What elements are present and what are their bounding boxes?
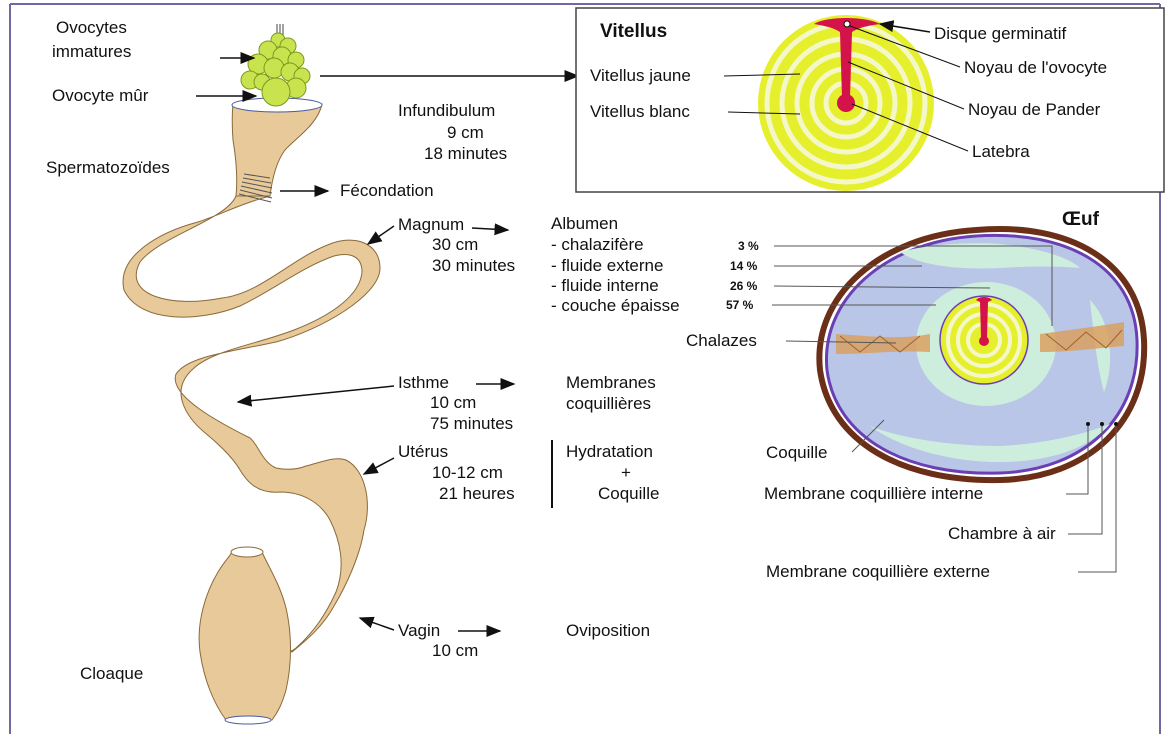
vagin-name: Vagin	[398, 621, 440, 640]
uterus-time: 21 heures	[439, 484, 515, 503]
label-chambre-air: Chambre à air	[948, 524, 1056, 543]
infundibulum-length: 9 cm	[447, 123, 484, 142]
mature-ovocyte	[262, 78, 290, 106]
albumen-item-1: - chalazifère	[551, 235, 644, 254]
magnum-length: 30 cm	[432, 235, 478, 254]
membranes-line2: coquillières	[566, 394, 651, 413]
label-cloaque: Cloaque	[80, 664, 143, 683]
infundibulum-shape	[232, 104, 322, 196]
label-ovocytes-1: Ovocytes	[56, 18, 127, 37]
pct-fluide-externe: 14 %	[730, 259, 758, 273]
albumen-item-2: - fluide externe	[551, 256, 663, 275]
cloaca-top-opening	[231, 547, 263, 557]
ovocyte-nucleus	[844, 21, 850, 27]
isthme-length: 10 cm	[430, 393, 476, 412]
uterus-product-2: +	[621, 463, 631, 482]
pct-chalazifere: 3 %	[738, 239, 759, 253]
uterus-product-3: Coquille	[598, 484, 659, 503]
label-ovocyte-mur: Ovocyte mûr	[52, 86, 149, 105]
membranes-line1: Membranes	[566, 373, 656, 392]
label-noyau-ovocyte: Noyau de l'ovocyte	[964, 58, 1107, 77]
egg-cross-section	[819, 229, 1144, 480]
pct-fluide-interne: 26 %	[730, 279, 758, 293]
albumen-item-4: - couche épaisse	[551, 296, 680, 315]
infundibulum-time: 18 minutes	[424, 144, 507, 163]
arrow-magnum	[368, 226, 394, 244]
arrow-albumen	[472, 228, 508, 230]
albumen-item-3: - fluide interne	[551, 276, 659, 295]
label-latebra: Latebra	[972, 142, 1030, 161]
label-vitellus-blanc: Vitellus blanc	[590, 102, 690, 121]
cloaca-shape	[199, 552, 290, 720]
magnum-name: Magnum	[398, 215, 464, 234]
latebra-center	[837, 94, 855, 112]
label-fecondation: Fécondation	[340, 181, 434, 200]
label-ovocytes-2: immatures	[52, 42, 131, 61]
label-chalazes: Chalazes	[686, 331, 757, 350]
label-membrane-externe: Membrane coquillière externe	[766, 562, 990, 581]
pct-couche-epaisse: 57 %	[726, 298, 754, 312]
label-disque: Disque germinatif	[934, 24, 1067, 43]
label-membrane-interne: Membrane coquillière interne	[764, 484, 983, 503]
arrow-isthme	[238, 386, 394, 402]
label-noyau-pander: Noyau de Pander	[968, 100, 1101, 119]
label-vitellus-jaune: Vitellus jaune	[590, 66, 691, 85]
magnum-time: 30 minutes	[432, 256, 515, 275]
oeuf-title: Œuf	[1062, 209, 1100, 230]
label-coquille: Coquille	[766, 443, 827, 462]
albumen-title: Albumen	[551, 214, 618, 233]
uterus-name: Utérus	[398, 442, 448, 461]
egg-latebra	[979, 336, 989, 346]
arrow-uterus	[364, 458, 394, 474]
infundibulum-name: Infundibulum	[398, 101, 495, 120]
arrow-vagin	[360, 618, 394, 630]
label-spermatozoides: Spermatozoïdes	[46, 158, 170, 177]
cloaca-bottom-opening	[225, 716, 271, 724]
vitellus-title: Vitellus	[600, 21, 667, 42]
uterus-product-1: Hydratation	[566, 442, 653, 461]
vagin-product: Oviposition	[566, 621, 650, 640]
ovocyte-cluster	[241, 24, 310, 106]
isthme-time: 75 minutes	[430, 414, 513, 433]
uterus-length: 10-12 cm	[432, 463, 503, 482]
vagin-length: 10 cm	[432, 641, 478, 660]
isthme-name: Isthme	[398, 373, 449, 392]
